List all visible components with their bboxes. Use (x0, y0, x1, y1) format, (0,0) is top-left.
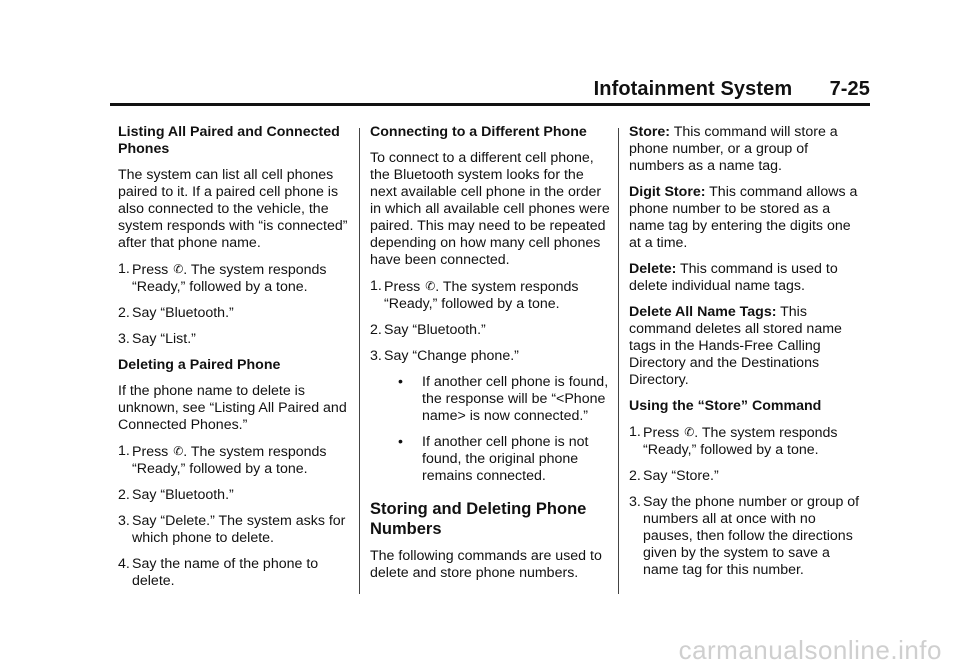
page-number: 7-25 (829, 78, 870, 100)
step-number: 3. (629, 494, 641, 510)
paragraph-listing-intro: The system can list all cell phones pair… (118, 167, 348, 251)
step-text: Say “Bluetooth.” (132, 487, 234, 503)
step-number: 2. (629, 468, 641, 484)
definition-desc: This command allows a phone number to be… (629, 184, 858, 251)
step-text: Say “Delete.” The system asks for which … (132, 513, 346, 546)
definition-desc: This command deletes all stored name tag… (629, 304, 842, 388)
definition-delete: Delete: This command is used to delete i… (629, 261, 861, 295)
heading-deleting-phone: Deleting a Paired Phone (118, 357, 281, 373)
bullet-text: If another cell phone is not found, the … (422, 434, 589, 484)
definition-term: Delete All Name Tags: (629, 304, 777, 320)
definition-desc: This command will store a phone number, … (629, 124, 838, 174)
paragraph-deleting-intro: If the phone name to delete is unknown, … (118, 383, 347, 433)
step-text: Press (643, 425, 680, 441)
heading-store-command: Using the “Store” Command (629, 398, 822, 414)
step-text: . The system responds “Ready,” followed … (132, 262, 327, 295)
step-number: 3. (370, 348, 382, 364)
column-3: Store: This command will store a phone n… (629, 124, 861, 588)
step-number: 1. (370, 278, 382, 294)
step-item: 2. Say “Store.” (629, 468, 861, 485)
step-number: 2. (118, 305, 130, 321)
definition-desc: This command is used to delete individua… (629, 261, 838, 294)
step-text: Say the name of the phone to delete. (132, 556, 319, 589)
step-item: 4. Say the name of the phone to delete. (118, 556, 350, 590)
step-text: Say “Change phone.” (384, 348, 519, 364)
header-rule (110, 103, 870, 106)
step-item: 3. Say “Delete.” The system asks for whi… (118, 513, 350, 547)
watermark: carmanualsonline.info (678, 635, 942, 665)
paragraph-connecting-intro: To connect to a different cell phone, th… (370, 150, 610, 268)
step-item: 3. Say the phone number or group of numb… (629, 494, 861, 579)
step-item: 3. Say “Change phone.” (370, 348, 612, 365)
bullet-icon: • (398, 434, 403, 450)
step-number: 1. (118, 261, 130, 277)
heading-listing-phones: Listing All Paired and Connected Phones (118, 124, 340, 157)
definition-delete-all: Delete All Name Tags: This command delet… (629, 304, 861, 389)
bullet-item: • If another cell phone is found, the re… (370, 374, 612, 425)
paragraph-storing-intro: The following commands are used to delet… (370, 548, 602, 581)
phone-icon: ✆ (173, 262, 184, 276)
step-item: 2. Say “Bluetooth.” (118, 487, 350, 504)
phone-icon: ✆ (684, 425, 695, 439)
bullet-icon: • (398, 374, 403, 390)
step-item: 1. Press ✆. The system responds “Ready,”… (370, 278, 612, 313)
step-text: . The system responds “Ready,” followed … (132, 444, 327, 477)
step-item: 1. Press ✆. The system responds “Ready,”… (118, 443, 350, 478)
page-header: Infotainment System 7-25 (0, 0, 960, 110)
step-text: . The system responds “Ready,” followed … (643, 425, 838, 458)
header-title-block: Infotainment System 7-25 (594, 78, 870, 101)
definition-term: Store: (629, 124, 670, 140)
step-text: Press (132, 262, 169, 278)
column-2: Connecting to a Different Phone To conne… (370, 124, 612, 591)
bullet-text: If another cell phone is found, the resp… (422, 374, 609, 424)
step-text: Press (132, 444, 169, 460)
definition-term: Digit Store: (629, 184, 706, 200)
step-number: 3. (118, 331, 130, 347)
step-text: Say “Bluetooth.” (132, 305, 234, 321)
step-text: Press (384, 279, 421, 295)
step-item: 3. Say “List.” (118, 331, 350, 348)
step-number: 1. (118, 443, 130, 459)
step-text: Say “Bluetooth.” (384, 322, 486, 338)
heading-connecting-phone: Connecting to a Different Phone (370, 124, 587, 140)
definition-digit-store: Digit Store: This command allows a phone… (629, 184, 861, 252)
step-item: 1. Press ✆. The system responds “Ready,”… (629, 424, 861, 459)
step-item: 2. Say “Bluetooth.” (370, 322, 612, 339)
phone-icon: ✆ (425, 279, 436, 293)
column-1: Listing All Paired and Connected Phones … (118, 124, 350, 599)
step-number: 2. (370, 322, 382, 338)
step-text: Say the phone number or group of numbers… (643, 494, 860, 578)
step-text: Say “Store.” (643, 468, 719, 484)
column-divider-2 (618, 128, 619, 594)
heading-storing-deleting: Storing and Deleting Phone Numbers (370, 500, 587, 538)
definition-term: Delete: (629, 261, 677, 277)
step-text: Say “List.” (132, 331, 196, 347)
step-item: 2. Say “Bluetooth.” (118, 305, 350, 322)
bullet-item: • If another cell phone is not found, th… (370, 434, 612, 485)
section-title: Infotainment System (593, 78, 793, 100)
step-item: 1. Press ✆. The system responds “Ready,”… (118, 261, 350, 296)
step-text: . The system responds “Ready,” followed … (384, 279, 579, 312)
phone-icon: ✆ (173, 444, 184, 458)
column-divider-1 (359, 128, 360, 594)
step-number: 3. (118, 513, 130, 529)
definition-store: Store: This command will store a phone n… (629, 124, 861, 175)
step-number: 1. (629, 424, 641, 440)
step-number: 2. (118, 487, 130, 503)
step-number: 4. (118, 556, 130, 572)
